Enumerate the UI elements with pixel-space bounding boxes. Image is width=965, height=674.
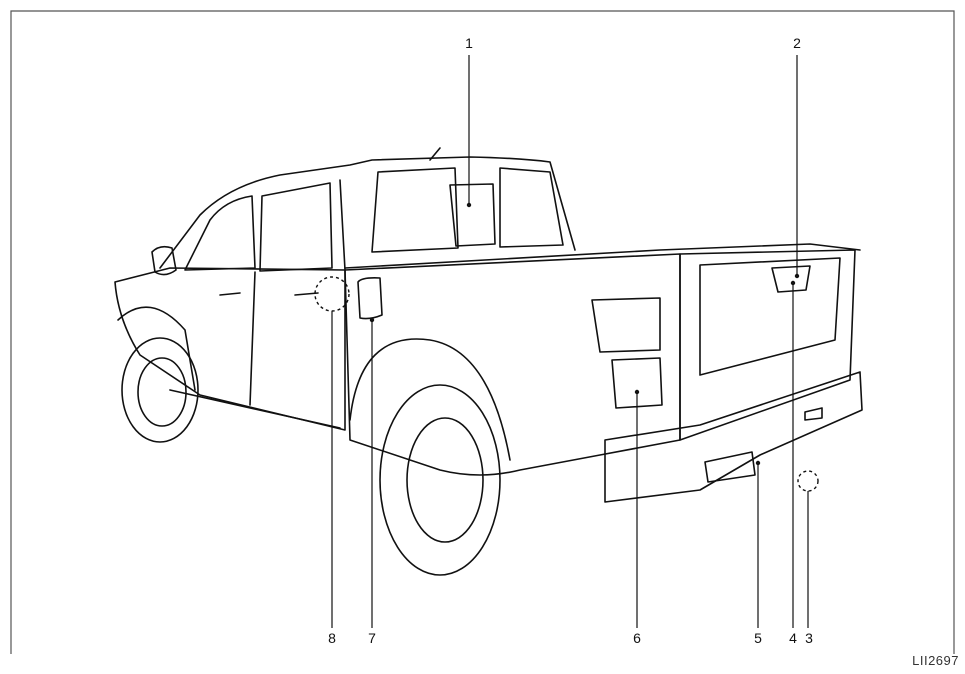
front-door-window bbox=[184, 195, 256, 271]
callout-number-6: 6 bbox=[633, 630, 641, 646]
rear-fender-flare bbox=[349, 338, 511, 461]
callout-number-8: 8 bbox=[328, 630, 336, 646]
tail-light-lower bbox=[611, 357, 663, 409]
rear-tire bbox=[379, 384, 501, 576]
figure-reference-code: LII2697 bbox=[912, 653, 959, 668]
dot-4 bbox=[790, 280, 796, 286]
callout-number-3: 3 bbox=[805, 630, 813, 646]
cab-body bbox=[114, 267, 346, 431]
fuel-door bbox=[357, 277, 383, 320]
callout-leaders bbox=[331, 55, 809, 628]
tailgate-emblem bbox=[771, 265, 811, 293]
rear-bumper bbox=[604, 371, 863, 503]
rear-cab-window bbox=[371, 167, 459, 253]
dot-1 bbox=[466, 202, 472, 208]
callout-number-5: 5 bbox=[754, 630, 762, 646]
dot-7 bbox=[369, 317, 375, 323]
side-mirror bbox=[151, 245, 177, 276]
callout-number-2: 2 bbox=[793, 35, 801, 51]
figure-frame bbox=[10, 10, 955, 654]
rear-cab-window-right bbox=[499, 167, 564, 248]
cab-roof bbox=[159, 156, 576, 269]
front-wheel bbox=[137, 357, 187, 427]
front-fender bbox=[117, 306, 196, 391]
antenna bbox=[429, 147, 441, 161]
front-door-line bbox=[249, 271, 256, 406]
callout-circles bbox=[314, 276, 819, 492]
dot-2 bbox=[794, 273, 800, 279]
window-pillar bbox=[339, 179, 346, 271]
rear-door-window bbox=[259, 182, 333, 272]
callout-number-7: 7 bbox=[368, 630, 376, 646]
callout-dots bbox=[369, 202, 800, 466]
callout-number-1: 1 bbox=[465, 35, 473, 51]
rear-door-handle bbox=[294, 292, 319, 296]
tailgate-handle-recess bbox=[699, 257, 841, 376]
tailgate bbox=[679, 249, 856, 441]
bed-top-rail bbox=[344, 243, 861, 269]
dot-6 bbox=[634, 389, 640, 395]
callout-numbers: 1 2 3 4 5 6 7 8 bbox=[328, 35, 813, 646]
callout-circle-3 bbox=[797, 470, 819, 492]
front-door-handle bbox=[219, 292, 241, 296]
rear-center-window bbox=[449, 183, 496, 247]
callout-number-4: 4 bbox=[789, 630, 797, 646]
rear-wheel bbox=[406, 417, 484, 543]
bumper-step bbox=[704, 451, 756, 483]
truck-illustration bbox=[114, 147, 863, 576]
dot-5 bbox=[755, 460, 761, 466]
bumper-reflector bbox=[804, 407, 823, 421]
tail-light-upper bbox=[591, 297, 661, 353]
front-tire bbox=[121, 337, 199, 443]
callout-circle-8 bbox=[314, 276, 350, 312]
bed-side-panel bbox=[344, 253, 681, 476]
